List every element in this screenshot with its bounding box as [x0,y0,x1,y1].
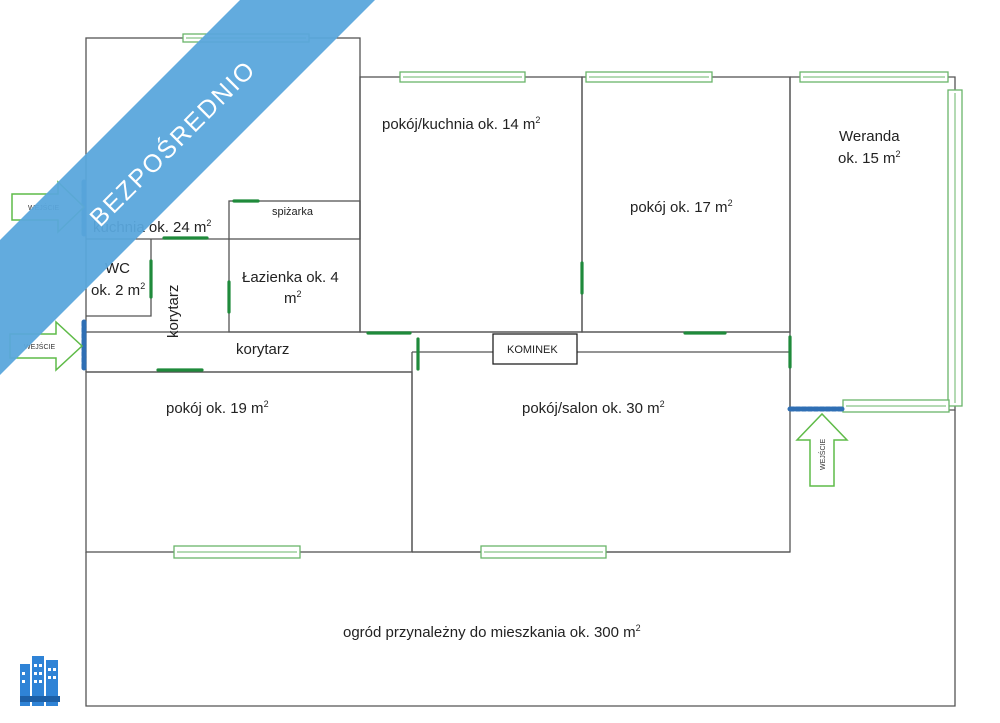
arrow-right-up [795,412,849,487]
wall-salon [412,351,791,553]
banner: BEZPOŚREDNIO [0,0,375,375]
label-room-14: pokój/kuchnia ok. 14 m2 [382,115,540,133]
label-room-17: pokój ok. 17 m2 [630,198,733,216]
label-lazienka-area: m2 [284,289,302,307]
doors [149,199,792,372]
label-room-19: pokój ok. 19 m2 [166,399,269,417]
wall-weranda [790,76,956,411]
label-korytarz-vertical: korytarz [165,285,182,338]
arrow-right-label: WEJŚCIE [818,439,827,470]
label-kominek: KOMINEK [507,344,558,356]
label-weranda-area: ok. 15 m2 [838,149,901,167]
building-logo-icon [20,656,60,706]
label-weranda: Weranda [839,128,900,145]
banner-stripe [0,0,375,375]
label-wc: WC [105,260,130,277]
label-wc-area: ok. 2 m2 [91,281,145,299]
wall-garden [85,410,956,707]
label-korytarz-horizontal: korytarz [236,341,289,358]
kominek-box [492,333,578,365]
label-salon: pokój/salon ok. 30 m2 [522,399,665,417]
arrow-left-bottom-label: WEJŚCIE [24,342,55,351]
wall-spizarka [228,200,361,240]
wall-lazienka [228,239,360,333]
label-spizarka: spiżarka [272,206,314,218]
label-lazienka: Łazienka ok. 4 [242,269,339,286]
wall-room-19 [85,371,413,553]
label-garden: ogród przynależny do mieszkania ok. 300 … [343,623,641,641]
entrance-doors [81,179,845,412]
